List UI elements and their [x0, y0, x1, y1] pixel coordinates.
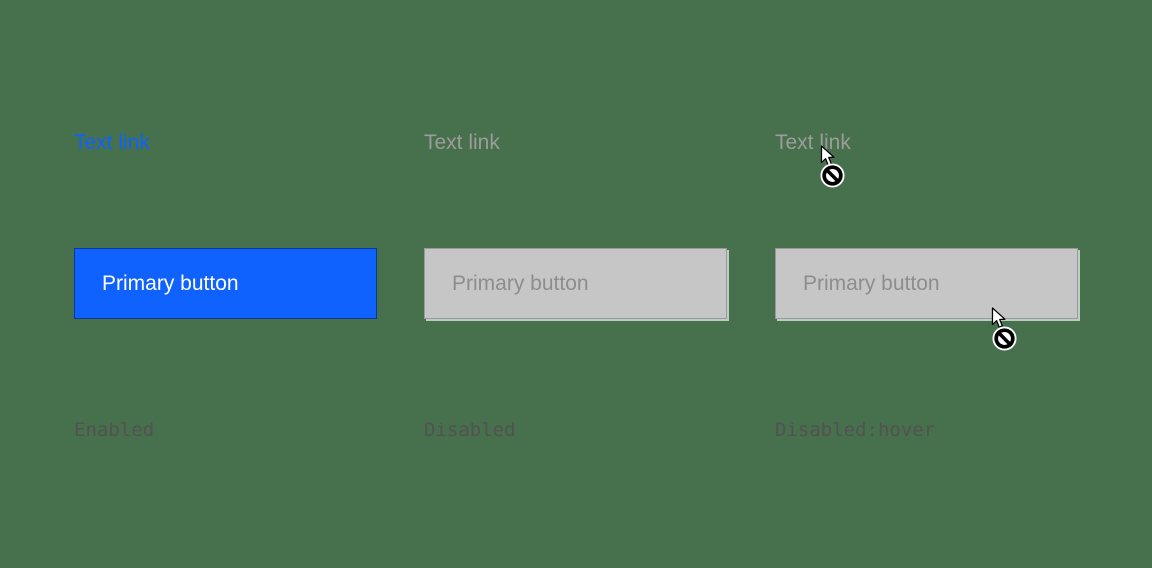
state-label-disabled-hover: Disabled:hover [775, 419, 936, 441]
text-link-disabled-hover: Text link [775, 131, 851, 154]
primary-button-disabled-hover: Primary button [775, 248, 1078, 319]
state-label-enabled: Enabled [74, 419, 155, 441]
column-disabled-hover: Text link Primary button Disabled:hover [775, 0, 1078, 568]
primary-button-enabled[interactable]: Primary button [74, 248, 377, 319]
not-allowed-icon [819, 162, 846, 194]
text-link-enabled[interactable]: Text link [74, 131, 150, 154]
primary-button-disabled: Primary button [424, 248, 727, 319]
column-enabled: Text link Primary button Enabled [74, 0, 377, 568]
arrow-pointer-cursor-icon [991, 307, 1007, 335]
text-link-disabled: Text link [424, 131, 500, 154]
not-allowed-icon [991, 325, 1018, 357]
column-disabled: Text link Primary button Disabled [424, 0, 727, 568]
state-label-disabled: Disabled [424, 419, 516, 441]
